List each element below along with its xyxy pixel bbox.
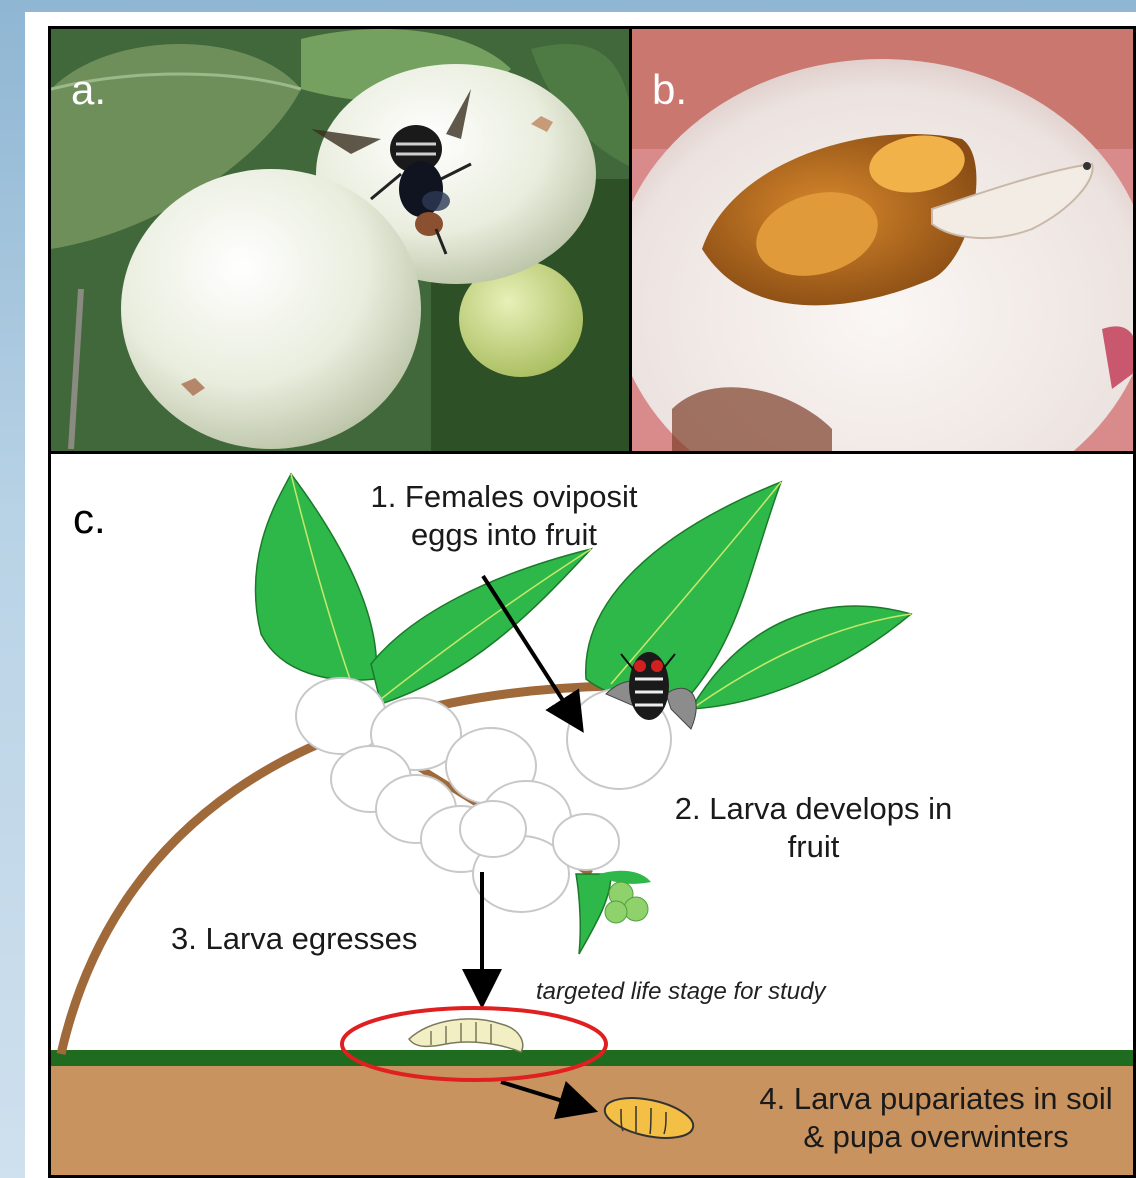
panel-b-label: b.: [652, 69, 687, 111]
panel-a-photo: a.: [48, 26, 632, 454]
panel-a-illustration: [51, 29, 632, 454]
panel-b-photo: b.: [629, 26, 1136, 454]
targeted-stage-note: targeted life stage for study: [536, 978, 826, 1006]
stage-1-label: 1. Females oviposit eggs into fruit: [339, 478, 669, 554]
panel-b-illustration: [632, 29, 1136, 454]
panel-c-lifecycle-diagram: c. 1. Females oviposit eggs into fruit 2…: [48, 451, 1136, 1178]
stage-2-label: 2. Larva develops in fruit: [641, 790, 986, 866]
white-berry-large: [121, 169, 421, 449]
panel-c-label: c.: [73, 498, 106, 540]
stage-4-label: 4. Larva pupariates in soil & pupa overw…: [721, 1080, 1136, 1156]
larva-icon: [409, 1019, 523, 1052]
panel-a-label: a.: [71, 69, 106, 111]
stage-3-label: 3. Larva egresses: [171, 920, 471, 958]
